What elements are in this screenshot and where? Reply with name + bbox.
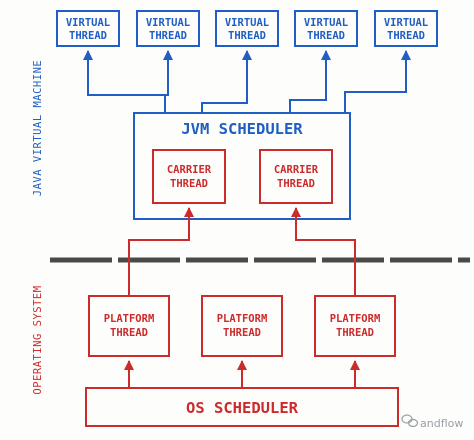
platform-thread-3: PLATFORM THREAD [314, 295, 396, 357]
jvm-side-label: JAVA VIRTUAL MACHINE [32, 60, 44, 196]
platform-thread-label: THREAD [223, 327, 261, 339]
platform-thread-label: PLATFORM [330, 313, 381, 325]
platform-thread-label: THREAD [110, 327, 148, 339]
platform-thread-1: PLATFORM THREAD [88, 295, 170, 357]
watermark-text: andflow [420, 417, 463, 430]
carrier-thread-label: CARRIER [167, 164, 212, 176]
os-scheduler: OS SCHEDULER [85, 387, 399, 427]
os-side-label: OPERATING SYSTEM [32, 285, 44, 394]
carrier-thread-label: THREAD [170, 178, 208, 190]
virtual-thread-label: VIRTUAL [384, 17, 428, 29]
platform-to-carrier-connectors [128, 207, 356, 296]
virtual-thread-label: VIRTUAL [66, 17, 110, 29]
jvm-scheduler-title: JVM SCHEDULER [181, 120, 303, 138]
virtual-thread-label: VIRTUAL [304, 17, 348, 29]
jvm-scheduler: JVM SCHEDULER [133, 112, 351, 220]
platform-thread-2: PLATFORM THREAD [201, 295, 283, 357]
watermark: andflow [401, 414, 463, 430]
virtual-thread-4: VIRTUAL THREAD [294, 10, 358, 47]
os-scheduler-title: OS SCHEDULER [186, 399, 299, 417]
platform-thread-label: PLATFORM [104, 313, 155, 325]
virtual-thread-label: THREAD [149, 30, 187, 42]
virtual-thread-3: VIRTUAL THREAD [215, 10, 279, 47]
virtual-thread-5: VIRTUAL THREAD [374, 10, 438, 47]
platform-thread-label: THREAD [336, 327, 374, 339]
chat-bubble-icon [401, 414, 419, 428]
carrier-thread-2: CARRIER THREAD [259, 149, 333, 204]
virtual-thread-1: VIRTUAL THREAD [56, 10, 120, 47]
virtual-thread-label: THREAD [69, 30, 107, 42]
platform-thread-label: PLATFORM [217, 313, 268, 325]
jvm-to-virtual-connectors [83, 50, 411, 113]
carrier-thread-1: CARRIER THREAD [152, 149, 226, 204]
carrier-thread-label: THREAD [277, 178, 315, 190]
virtual-thread-label: THREAD [387, 30, 425, 42]
virtual-thread-label: VIRTUAL [146, 17, 190, 29]
carrier-thread-label: CARRIER [274, 164, 319, 176]
virtual-thread-label: VIRTUAL [225, 17, 269, 29]
virtual-thread-2: VIRTUAL THREAD [136, 10, 200, 47]
virtual-thread-label: THREAD [228, 30, 266, 42]
virtual-thread-label: THREAD [307, 30, 345, 42]
os-to-platform-connectors [124, 360, 360, 388]
